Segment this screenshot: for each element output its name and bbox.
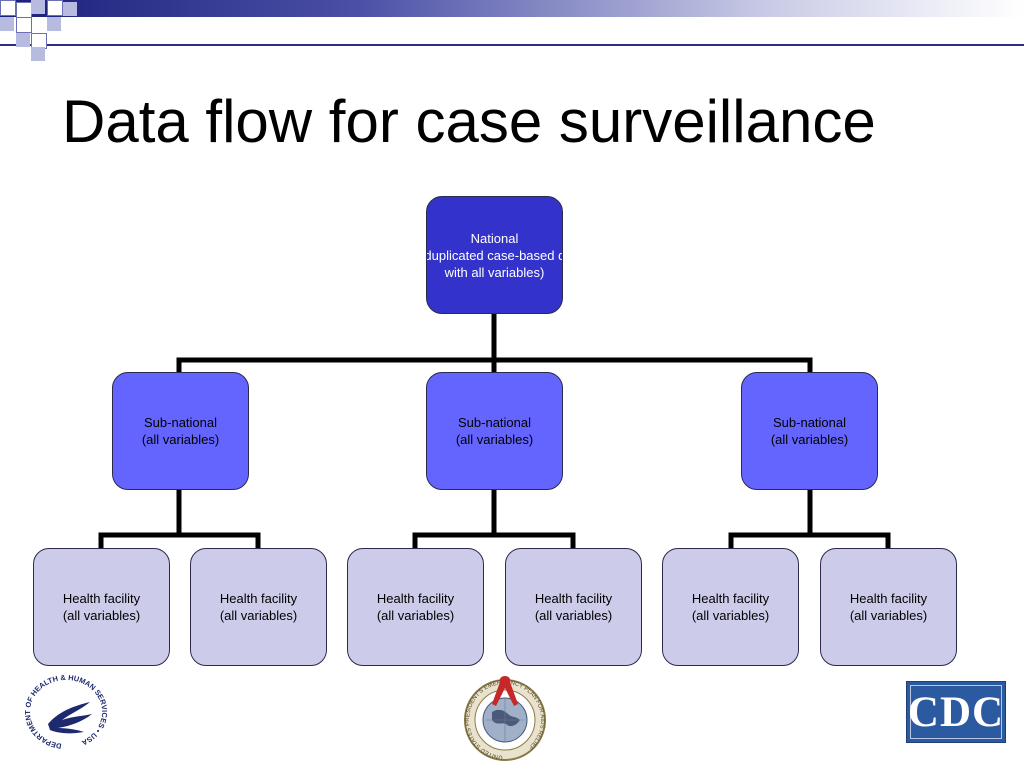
red-ribbon-icon (492, 676, 518, 706)
health-facility-node: Health facility (all variables) (33, 548, 170, 666)
cdc-logo-frame: CDC (907, 685, 1005, 739)
health-facility-label: Health facility (849, 591, 928, 606)
health-facility-variables-note: (all variables) (62, 608, 141, 623)
header-square (47, 17, 61, 31)
health-facility-node: Health facility (all variables) (347, 548, 484, 666)
header-rule (0, 44, 1024, 46)
health-facility-variables-note: (all variables) (849, 608, 928, 623)
subnational-label: Sub-national (773, 415, 846, 430)
header-square (31, 0, 45, 14)
health-facility-node: Health facility (all variables) (505, 548, 642, 666)
subnational-label: Sub-national (144, 415, 217, 430)
national-variables-note: with all variables) (444, 264, 545, 280)
header-square (16, 17, 32, 33)
subnational-node: Sub-national (all variables) (741, 372, 878, 490)
health-facility-node: Health facility (all variables) (190, 548, 327, 666)
health-facility-label: Health facility (534, 591, 613, 606)
health-facility-variables-note: (all variables) (376, 608, 455, 623)
health-facility-node: Health facility (all variables) (662, 548, 799, 666)
header-square (0, 17, 14, 31)
subnational-variables-note: (all variables) (455, 432, 534, 447)
health-facility-variables-note: (all variables) (219, 608, 298, 623)
hhs-eagle-icon (48, 702, 92, 734)
header-square (0, 0, 16, 16)
page-title: Data flow for case surveillance (62, 88, 876, 155)
health-facility-variables-note: (all variables) (691, 608, 770, 623)
pepfar-seal-logo: UNITED STATES PRESIDENT'S EMERGENCY PLAN… (464, 676, 546, 761)
national-description: (unduplicated case-based data (426, 247, 562, 263)
national-node: National (unduplicated case-based data w… (426, 196, 563, 314)
subnational-variables-note: (all variables) (770, 432, 849, 447)
health-facility-label: Health facility (219, 591, 298, 606)
hhs-seal-logo: DEPARTMENT OF HEALTH & HUMAN SERVICES • … (23, 673, 109, 751)
subnational-node: Sub-national (all variables) (426, 372, 563, 490)
globe-icon (482, 697, 528, 743)
health-facility-node: Health facility (all variables) (820, 548, 957, 666)
subnational-variables-note: (all variables) (141, 432, 220, 447)
health-facility-variables-note: (all variables) (534, 608, 613, 623)
header-square (63, 2, 77, 16)
subnational-node: Sub-national (all variables) (112, 372, 249, 490)
header-square (31, 47, 45, 61)
subnational-label: Sub-national (458, 415, 531, 430)
header-gradient-bar (0, 0, 1024, 17)
health-facility-label: Health facility (376, 591, 455, 606)
national-label: National (470, 230, 519, 246)
cdc-logo-text: CDC (907, 688, 1005, 736)
health-facility-label: Health facility (62, 591, 141, 606)
header-square (47, 0, 63, 16)
header-square (16, 33, 30, 47)
health-facility-label: Health facility (691, 591, 770, 606)
cdc-logo: CDC (906, 681, 1006, 743)
